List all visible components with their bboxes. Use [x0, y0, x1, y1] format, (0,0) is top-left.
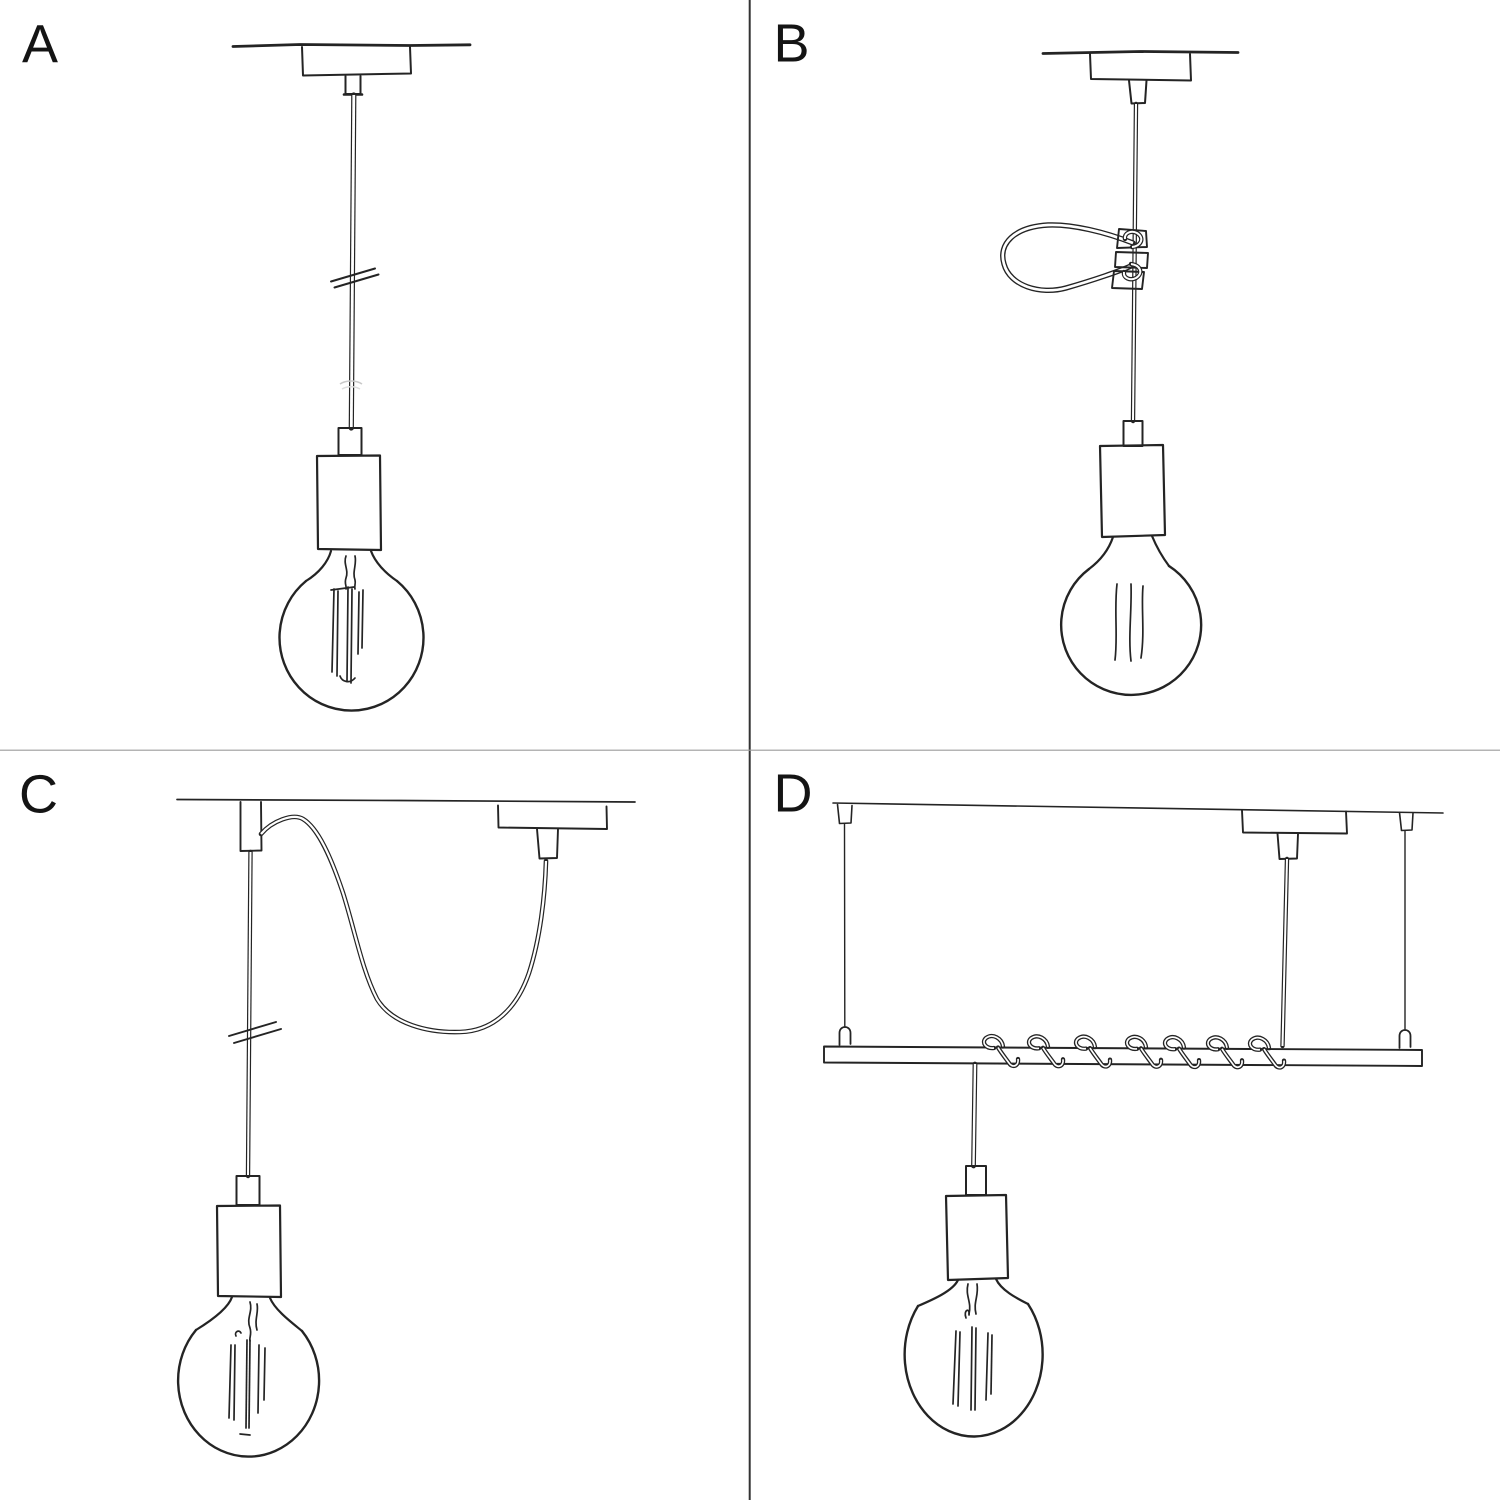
svg-text:B: B [774, 14, 810, 74]
svg-text:D: D [774, 764, 813, 824]
svg-text:C: C [19, 765, 58, 825]
svg-text:A: A [22, 15, 58, 75]
